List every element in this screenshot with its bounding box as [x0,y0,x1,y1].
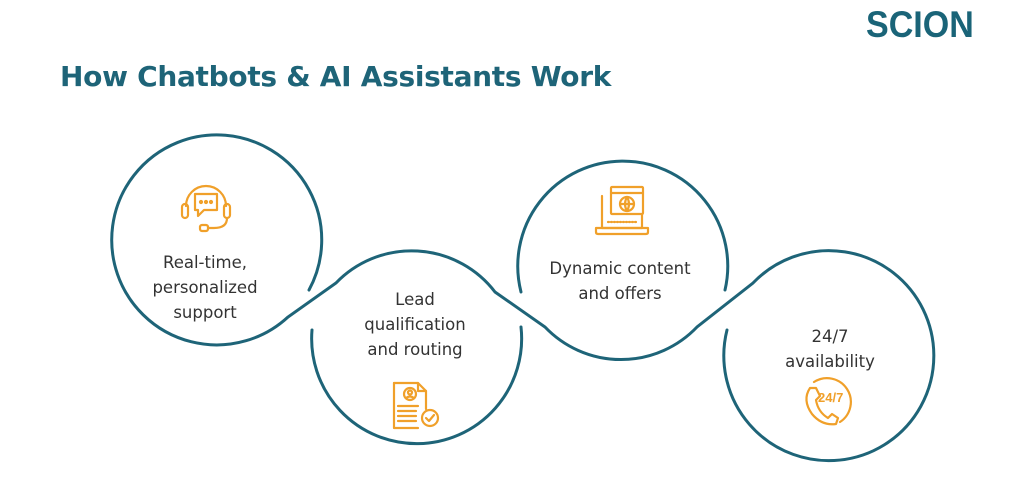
scion-logo: SCION [866,4,974,45]
page-title: How Chatbots & AI Assistants Work [60,60,612,93]
step-2-label: Lead qualification and routing [364,290,466,359]
badge-24-7: 24/7 [818,390,844,405]
headset-chat-icon [180,184,232,233]
step-3-label: Dynamic content and offers [549,259,691,303]
step-4-label: 24/7 availability [785,327,875,371]
laptop-globe-icon [594,185,650,236]
wave-line [110,133,936,463]
phone-24-7-icon: 24/7 [800,370,860,430]
circle-3-upper-arc [516,159,730,294]
step-1-label: Real-time, personalized support [152,253,258,322]
circle-2-lower-arc [310,325,524,446]
document-check-icon [392,381,440,430]
